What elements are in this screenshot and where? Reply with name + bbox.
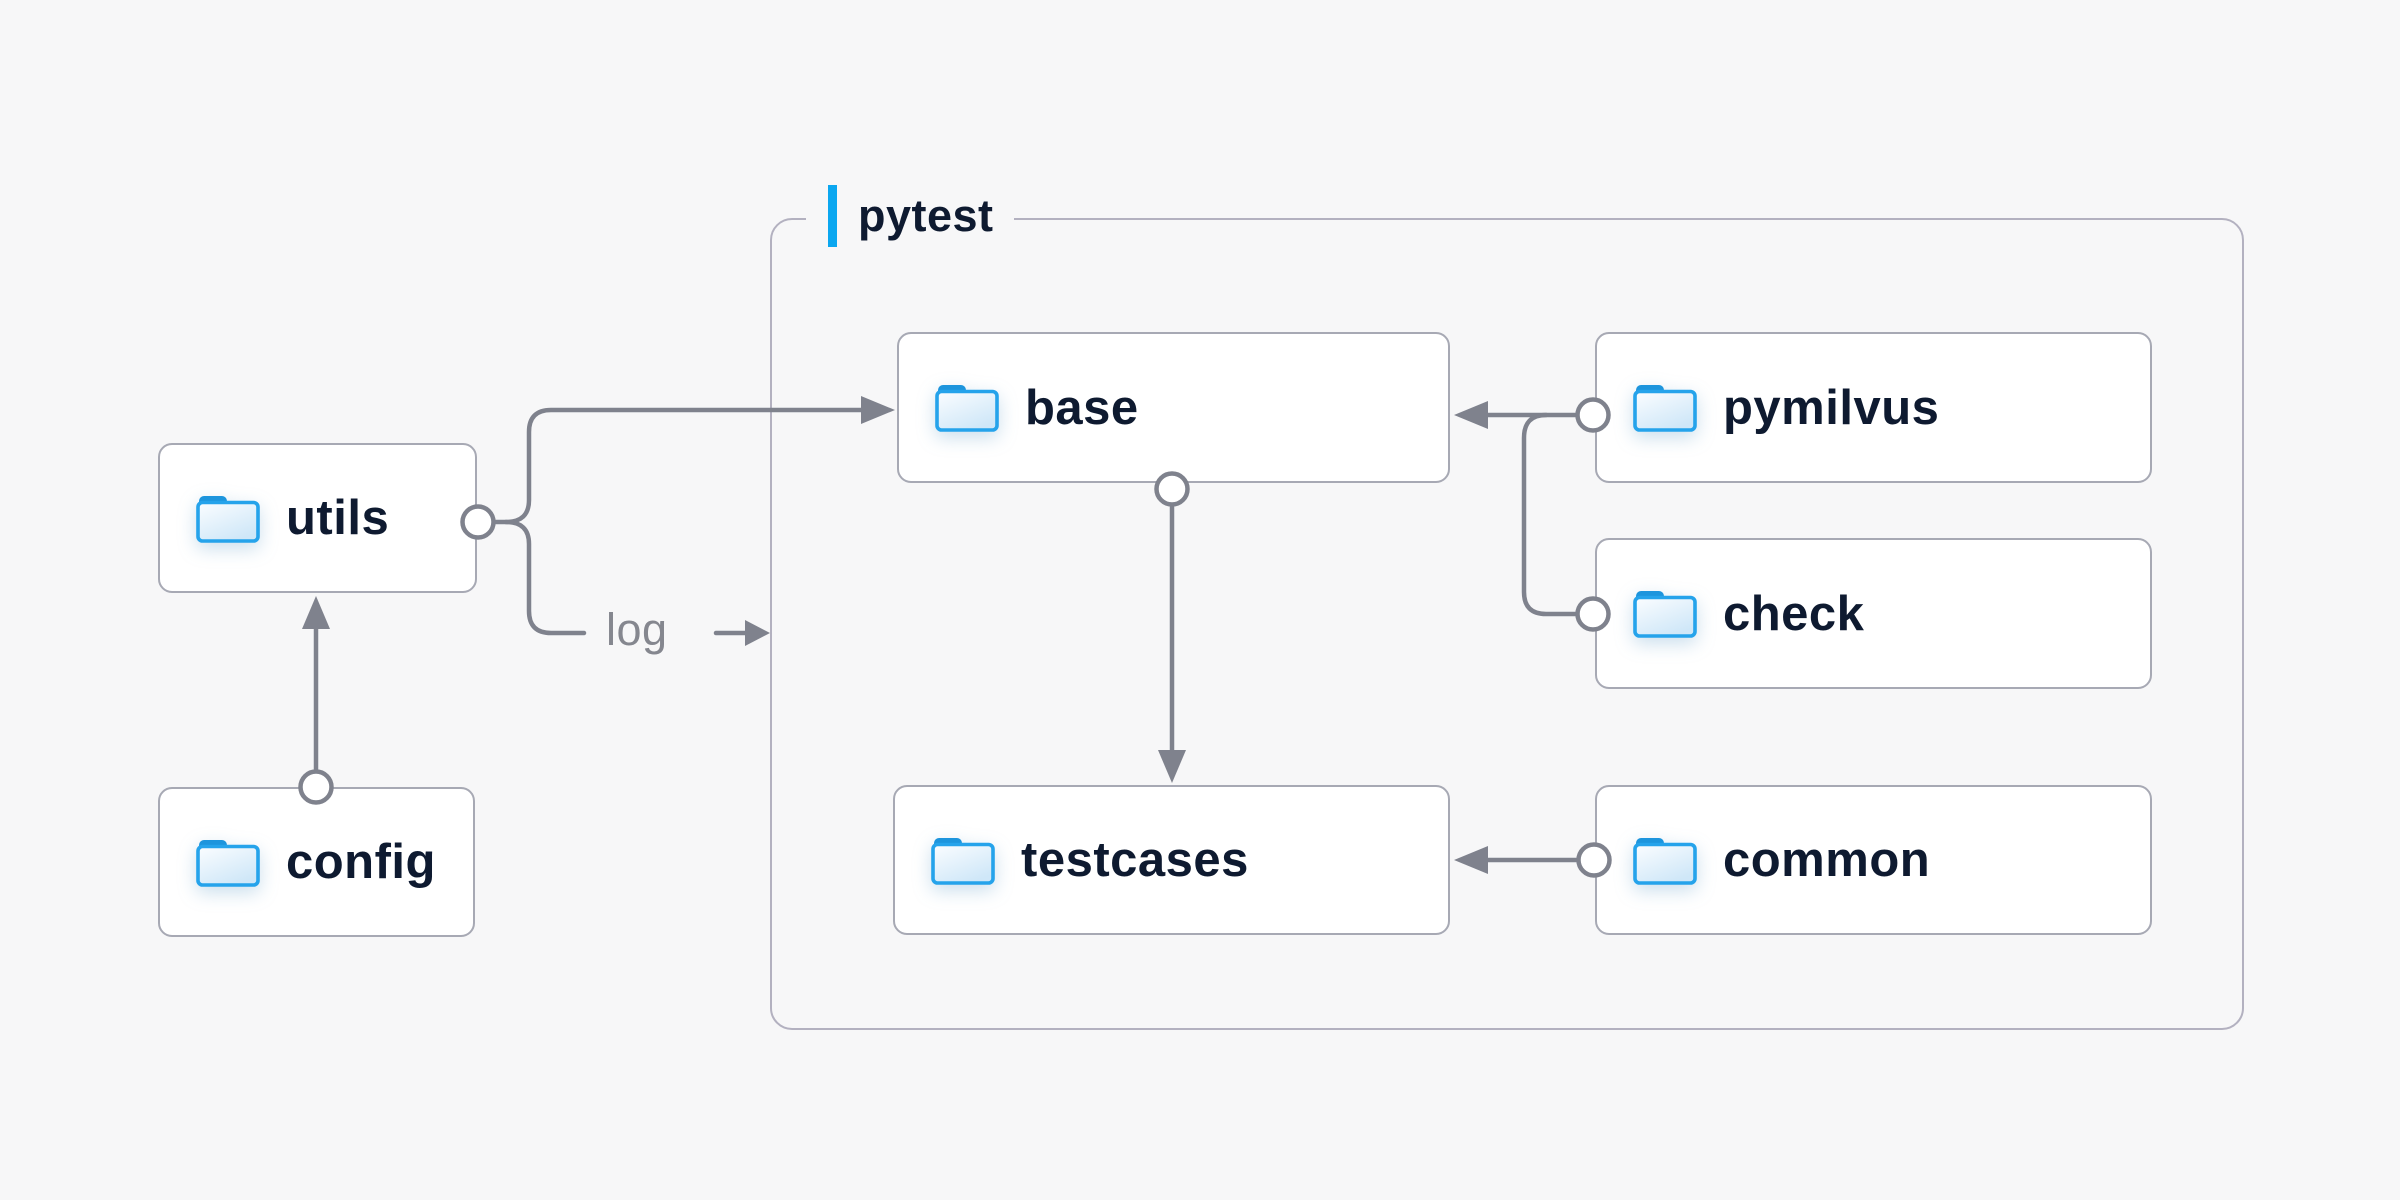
node-label: utils — [286, 491, 390, 545]
pytest-container-label: pytest — [806, 185, 1014, 247]
node-label: check — [1723, 586, 1865, 641]
pytest-container-title: pytest — [858, 190, 994, 241]
edge-config-utils — [298, 596, 334, 805]
node-base: base — [897, 332, 1450, 483]
folder-icon — [1633, 385, 1697, 432]
node-label: common — [1723, 833, 1931, 887]
folder-icon — [935, 385, 999, 432]
folder-icon — [1633, 591, 1697, 638]
log-edge-label: log — [606, 604, 668, 655]
node-config: config — [158, 787, 475, 937]
folder-icon — [196, 495, 260, 543]
node-label: base — [1025, 380, 1139, 435]
node-label: testcases — [1021, 833, 1249, 887]
node-check: check — [1595, 538, 2152, 689]
node-label: config — [286, 835, 436, 889]
node-common: common — [1595, 785, 2152, 935]
folder-icon — [1633, 837, 1697, 885]
pytest-container — [770, 218, 2244, 1030]
node-label: pymilvus — [1723, 380, 1940, 435]
accent-bar — [828, 185, 837, 247]
folder-icon — [931, 837, 995, 885]
node-testcases: testcases — [893, 785, 1450, 935]
node-pymilvus: pymilvus — [1595, 332, 2152, 483]
folder-icon — [196, 839, 260, 887]
node-utils: utils — [158, 443, 477, 593]
